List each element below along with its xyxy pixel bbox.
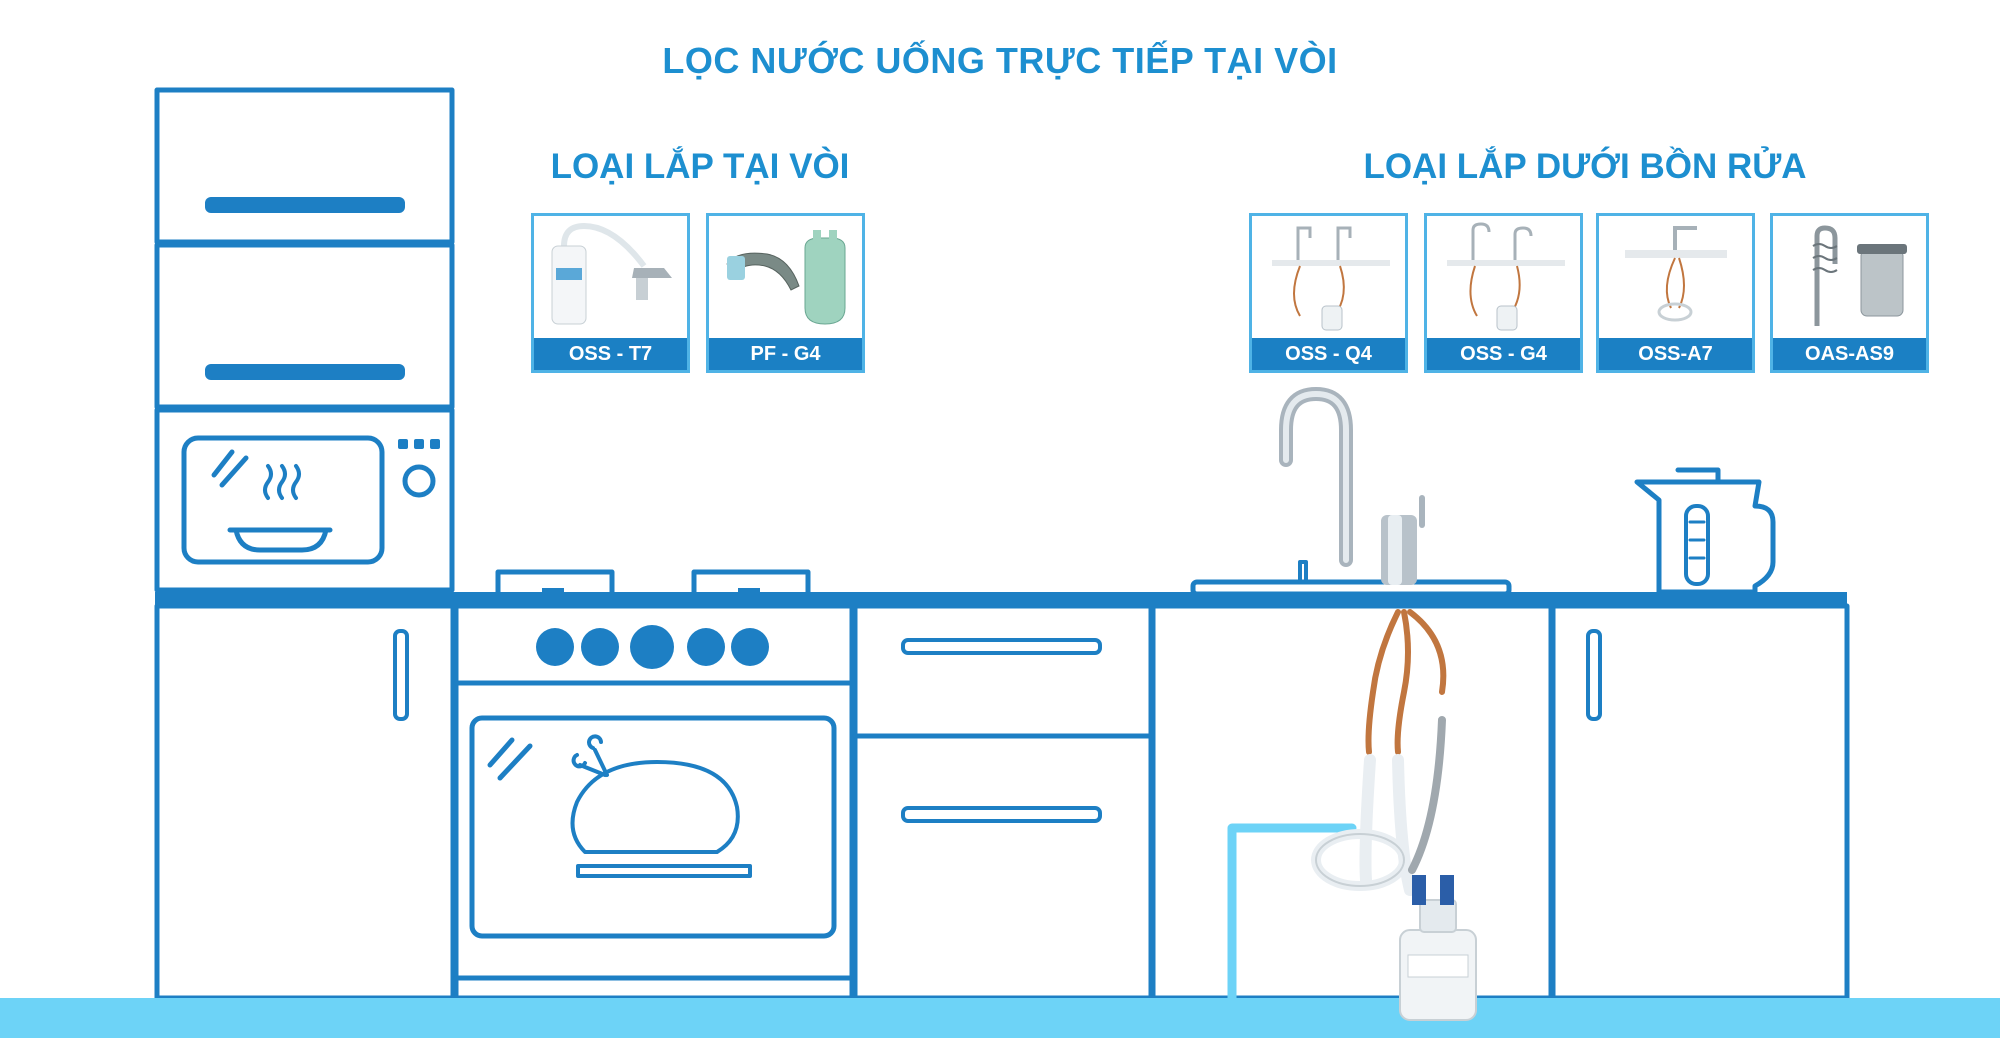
stove-knob xyxy=(630,625,674,669)
product-card-oas-as9[interactable]: OAS-AS9 xyxy=(1770,213,1929,373)
microwave-cabinet xyxy=(154,407,455,593)
product-label: OSS - T7 xyxy=(534,338,687,370)
product-card-oss-g4[interactable]: OSS - G4 xyxy=(1424,213,1583,373)
cabinet-handle xyxy=(393,629,409,721)
product-card-pf-g4[interactable]: PF - G4 xyxy=(706,213,865,373)
product-card-oss-q4[interactable]: OSS - Q4 xyxy=(1249,213,1408,373)
microwave-knob xyxy=(402,464,436,498)
drawer-handle xyxy=(901,806,1102,823)
drawer-handle xyxy=(901,638,1102,655)
stove-knob xyxy=(536,628,574,666)
microwave-handle-2 xyxy=(205,364,405,380)
dish-icon xyxy=(227,527,333,553)
product-label: OSS - G4 xyxy=(1427,338,1580,370)
floor xyxy=(0,998,2000,1038)
stove-knob xyxy=(581,628,619,666)
microwave-window xyxy=(181,435,385,565)
stove-knob xyxy=(731,628,769,666)
under-sink-system-image xyxy=(1447,222,1565,331)
steam-icon xyxy=(263,464,301,500)
cabinet-handle xyxy=(1586,629,1602,721)
kitchen-faucet xyxy=(1279,386,1425,585)
pull-down-faucet-filter-image xyxy=(1812,225,1907,326)
tall-cabinet-upper xyxy=(154,87,455,245)
under-sink-filter-hoses xyxy=(1311,609,1447,896)
microwave-handle-1 xyxy=(205,197,405,213)
filter-box-outline xyxy=(1227,823,1357,1003)
product-label: PF - G4 xyxy=(709,338,862,370)
stove-knob xyxy=(687,628,725,666)
product-label: OAS-AS9 xyxy=(1773,338,1926,370)
product-card-oss-a7[interactable]: OSS-A7 xyxy=(1596,213,1755,373)
tall-cabinet-middle xyxy=(154,242,455,410)
under-sink-system-image xyxy=(1625,226,1727,322)
roast-chicken-icon xyxy=(570,734,752,878)
faucet-filter-product-image xyxy=(551,222,672,325)
countertop xyxy=(155,592,1847,606)
sink-cabinet xyxy=(1150,603,1554,1001)
under-sink-filter-canister xyxy=(1399,875,1477,1021)
kettle-icon xyxy=(1634,479,1776,595)
oven-window xyxy=(469,715,837,939)
faucet-filter-cartridge-image xyxy=(726,230,846,325)
section-title-under-sink: LOẠI LẮP DƯỚI BỒN RỬA xyxy=(1363,147,1807,186)
section-title-faucet-mount: LOẠI LẮP TẠI VÒI xyxy=(550,147,850,186)
product-label: OSS-A7 xyxy=(1599,338,1752,370)
drawer-cabinet xyxy=(852,603,1154,1001)
right-base-cabinet xyxy=(1550,603,1850,1001)
page-title: LỌC NƯỚC UỐNG TRỰC TIẾP TẠI VÒI xyxy=(662,40,1338,81)
product-label: OSS - Q4 xyxy=(1252,338,1405,370)
product-card-oss-t7[interactable]: OSS - T7 xyxy=(531,213,690,373)
under-sink-system-image xyxy=(1272,226,1390,331)
